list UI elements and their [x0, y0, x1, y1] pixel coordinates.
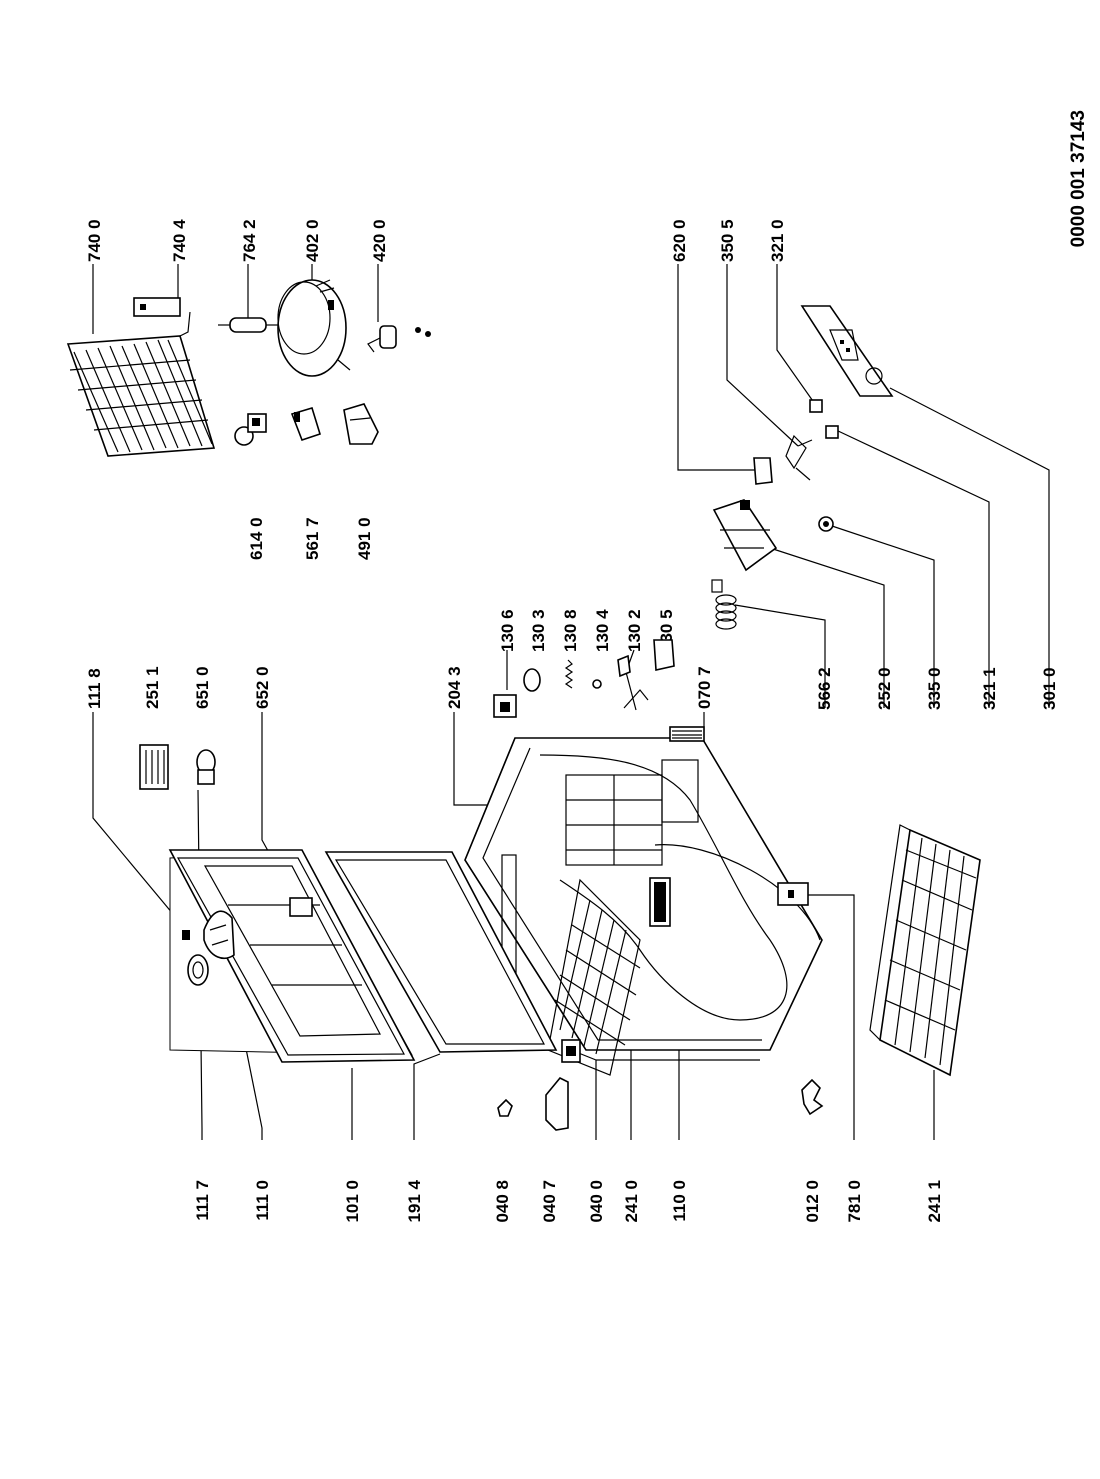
label-6140: 614 0 [247, 517, 266, 560]
label-6520: 652 0 [253, 666, 272, 709]
label-1304: 130 4 [593, 609, 612, 652]
label-6200: 620 0 [670, 219, 689, 262]
thermostat-icon [712, 499, 778, 572]
top-label-row: 740 0 740 4 764 2 402 0 420 0 620 0 350 … [85, 219, 787, 262]
label-1308: 130 8 [561, 609, 580, 652]
hinge-icon [561, 1039, 581, 1063]
lid-icon [168, 849, 416, 1063]
label-7400: 740 0 [85, 219, 104, 262]
label-4020: 402 0 [303, 219, 322, 262]
label-1110: 111 0 [253, 1180, 272, 1221]
thermostat-parts-icon [493, 639, 675, 718]
thermostat-knob-icon [818, 516, 834, 532]
sensor-clip-icon [753, 457, 773, 485]
compressor-icon [277, 279, 351, 377]
label-4200: 420 0 [370, 219, 389, 262]
middle-label-row: 111 8 251 1 651 0 652 0 204 3 070 7 130 … [85, 517, 1059, 710]
label-1914: 191 4 [405, 1179, 424, 1222]
lid-stopper-icon [545, 1076, 569, 1131]
label-0407: 040 7 [540, 1180, 559, 1223]
indicator-icon [809, 399, 839, 439]
label-1118: 111 8 [85, 668, 104, 709]
drier-icon [218, 317, 278, 333]
hinge-clip-icon [497, 1098, 513, 1117]
lamp-icon [196, 749, 216, 785]
freezer-cabinet-icon [464, 726, 823, 1051]
spring-icon [711, 579, 737, 630]
lid-gasket-icon [324, 851, 558, 1053]
label-0707: 070 7 [695, 666, 714, 709]
label-1303: 130 3 [529, 609, 548, 652]
handle-icon [649, 877, 671, 927]
label-7404: 740 4 [170, 219, 189, 262]
terminal-cover-icon [343, 403, 379, 445]
label-0400: 040 0 [587, 1180, 606, 1223]
lamp-switch-icon [785, 434, 813, 481]
foot-clip-icon [801, 1078, 824, 1116]
label-1306: 130 6 [498, 609, 517, 652]
label-1117: 111 7 [193, 1180, 212, 1221]
label-7642: 764 2 [240, 219, 259, 262]
label-3210: 321 0 [768, 219, 787, 262]
label-2411: 241 1 [925, 1180, 944, 1223]
label-2511: 251 1 [143, 666, 162, 709]
left-label-column: 111 7 111 0 101 0 191 4 040 8 040 7 040 … [193, 1179, 944, 1222]
label-3505: 350 5 [718, 219, 737, 262]
starter-icon [234, 413, 267, 446]
label-1302: 130 2 [625, 609, 644, 652]
screw-icon [182, 930, 190, 940]
label-1010: 101 0 [343, 1180, 362, 1223]
label-2043: 204 3 [445, 666, 464, 709]
label-0408: 040 8 [493, 1180, 512, 1223]
label-7810: 781 0 [845, 1180, 864, 1223]
label-1100: 110 0 [670, 1180, 689, 1222]
condenser-icon [66, 311, 216, 457]
label-0120: 012 0 [803, 1180, 822, 1223]
basket-icon [869, 824, 981, 1077]
label-6510: 651 0 [193, 666, 212, 709]
label-4910: 491 0 [355, 517, 374, 560]
label-2410: 241 0 [622, 1180, 641, 1223]
relay-icon [367, 325, 431, 353]
control-panel-icon [800, 305, 894, 397]
fan-bracket-icon [290, 407, 321, 442]
document-id: 0000 001 37143 [1068, 110, 1089, 247]
condenser-clamp-icon [133, 297, 181, 317]
label-5617: 561 7 [303, 517, 322, 560]
inner-basket-icon [547, 878, 641, 1076]
hinge-pin-icon [139, 744, 169, 790]
knob-icon [187, 954, 209, 986]
